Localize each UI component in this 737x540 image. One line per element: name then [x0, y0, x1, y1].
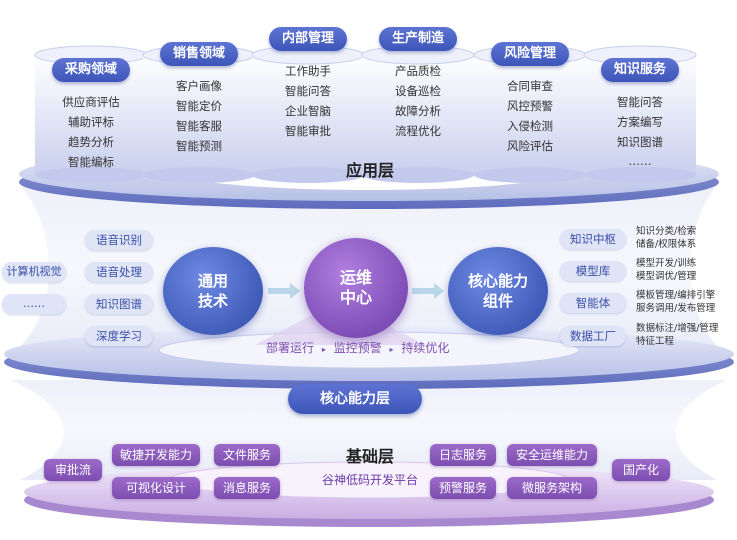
file-service-pill[interactable]: 文件服务	[214, 444, 280, 466]
column-item: 智能问答	[285, 84, 331, 98]
column-label[interactable]: 采购领域	[52, 58, 130, 82]
security-ops-pill[interactable]: 安全运维能力	[507, 444, 597, 466]
column-cylinder	[473, 45, 587, 183]
base-layer-title: 基础层	[345, 447, 394, 466]
core-layer-title: 核心能力层	[288, 384, 422, 414]
general-tech-line1: 通用	[197, 272, 228, 290]
core-module-note: 模型调优/管理	[636, 271, 697, 282]
alert-service-pill[interactable]: 预警服务	[430, 477, 496, 499]
ops-center-line2: 中心	[339, 288, 372, 307]
core-skill-pill[interactable]: 语音处理	[85, 262, 153, 282]
column-item: 方案编写	[617, 115, 663, 129]
base-layer-subtitle: 谷神低码开发平台	[321, 473, 418, 487]
log-service-pill[interactable]: 日志服务	[430, 444, 496, 466]
column-item: 智能预测	[176, 139, 222, 153]
core-module-note: 服务调用/发布管理	[636, 303, 716, 314]
general-tech-circle[interactable]: 通用 技术	[163, 247, 263, 335]
column-item: 产品质检	[395, 64, 441, 78]
core-module-pill[interactable]: 数据工厂	[560, 326, 626, 346]
column-item: 辅助评标	[68, 115, 114, 129]
column-item: 流程优化	[395, 124, 441, 138]
column-item: 智能编标	[68, 155, 114, 169]
core-skill-pill[interactable]: 深度学习	[85, 326, 153, 346]
column-item: 趋势分析	[68, 135, 114, 149]
localization-badge[interactable]: 国产化	[612, 459, 670, 481]
column-item: 工作助手	[285, 64, 331, 78]
column-item: 智能问答	[617, 95, 663, 109]
column-item: 风控预警	[507, 99, 553, 113]
step-arrow-icon: ▸	[389, 345, 394, 354]
ops-step-optimize: 持续优化	[401, 341, 450, 355]
core-module-pill[interactable]: 模型库	[560, 261, 626, 281]
agile-dev-pill[interactable]: 敏捷开发能力	[112, 444, 200, 466]
ops-steps: 部署运行 ▸ 监控预警 ▸ 持续优化	[266, 339, 449, 356]
core-module-note: 模板管理/编排引擎	[636, 290, 716, 301]
ops-center-circle[interactable]: 运维 中心	[304, 238, 408, 338]
column-item: 智能审批	[285, 124, 331, 138]
core-skill-pill[interactable]: 语音识别	[85, 230, 153, 250]
column-item: 设备巡检	[395, 84, 441, 98]
column-item: 客户画像	[176, 79, 222, 93]
approval-flow-badge[interactable]: 审批流	[44, 459, 102, 481]
core-module-note: 知识分类/检索	[636, 226, 697, 237]
column-label[interactable]: 生产制造	[379, 27, 457, 51]
core-skill-pill[interactable]: 知识图谱	[85, 294, 153, 314]
visual-design-pill[interactable]: 可视化设计	[112, 477, 200, 499]
core-module-pill[interactable]: 知识中枢	[560, 229, 626, 249]
core-module-note: 特征工程	[636, 336, 675, 347]
message-service-pill[interactable]: 消息服务	[214, 477, 280, 499]
ops-center-line1: 运维	[339, 268, 372, 287]
column-item: ……	[628, 154, 652, 168]
core-module-note: 数据标注/增强/管理	[636, 323, 719, 334]
column-item: 入侵检测	[507, 119, 553, 133]
microservice-pill[interactable]: 微服务架构	[507, 477, 597, 499]
column-label[interactable]: 知识服务	[601, 58, 679, 82]
ops-step-deploy: 部署运行	[266, 341, 315, 355]
column-item: 知识图谱	[617, 135, 663, 149]
core-module-note: 模型开发/训练	[636, 258, 697, 269]
core-skill-pill[interactable]: 计算机视觉	[2, 262, 66, 282]
core-components-circle[interactable]: 核心能力 组件	[448, 247, 548, 335]
column-item: 企业智脑	[285, 104, 331, 118]
column-label[interactable]: 销售领域	[160, 42, 238, 66]
column-label[interactable]: 风险管理	[491, 42, 569, 66]
step-arrow-icon: ▸	[321, 345, 326, 354]
column-item: 故障分析	[395, 104, 441, 118]
core-components-line2: 组件	[482, 292, 513, 310]
core-module-note: 储备/权限体系	[636, 239, 697, 250]
column-item: 供应商评估	[62, 95, 120, 109]
column-item: 风险评估	[507, 139, 553, 153]
core-components-line1: 核心能力	[467, 272, 528, 290]
ops-step-monitor: 监控预警	[333, 341, 382, 355]
column-item: 合同审查	[507, 79, 553, 93]
column-item: 智能定价	[176, 99, 222, 113]
column-item: 智能客服	[176, 119, 222, 133]
column-label[interactable]: 内部管理	[269, 27, 347, 51]
general-tech-line2: 技术	[197, 292, 228, 310]
application-layer-title: 应用层	[345, 161, 394, 180]
core-skill-pill[interactable]: ……	[2, 294, 66, 314]
core-module-pill[interactable]: 智能体	[560, 293, 626, 313]
column-cylinder	[142, 45, 256, 183]
